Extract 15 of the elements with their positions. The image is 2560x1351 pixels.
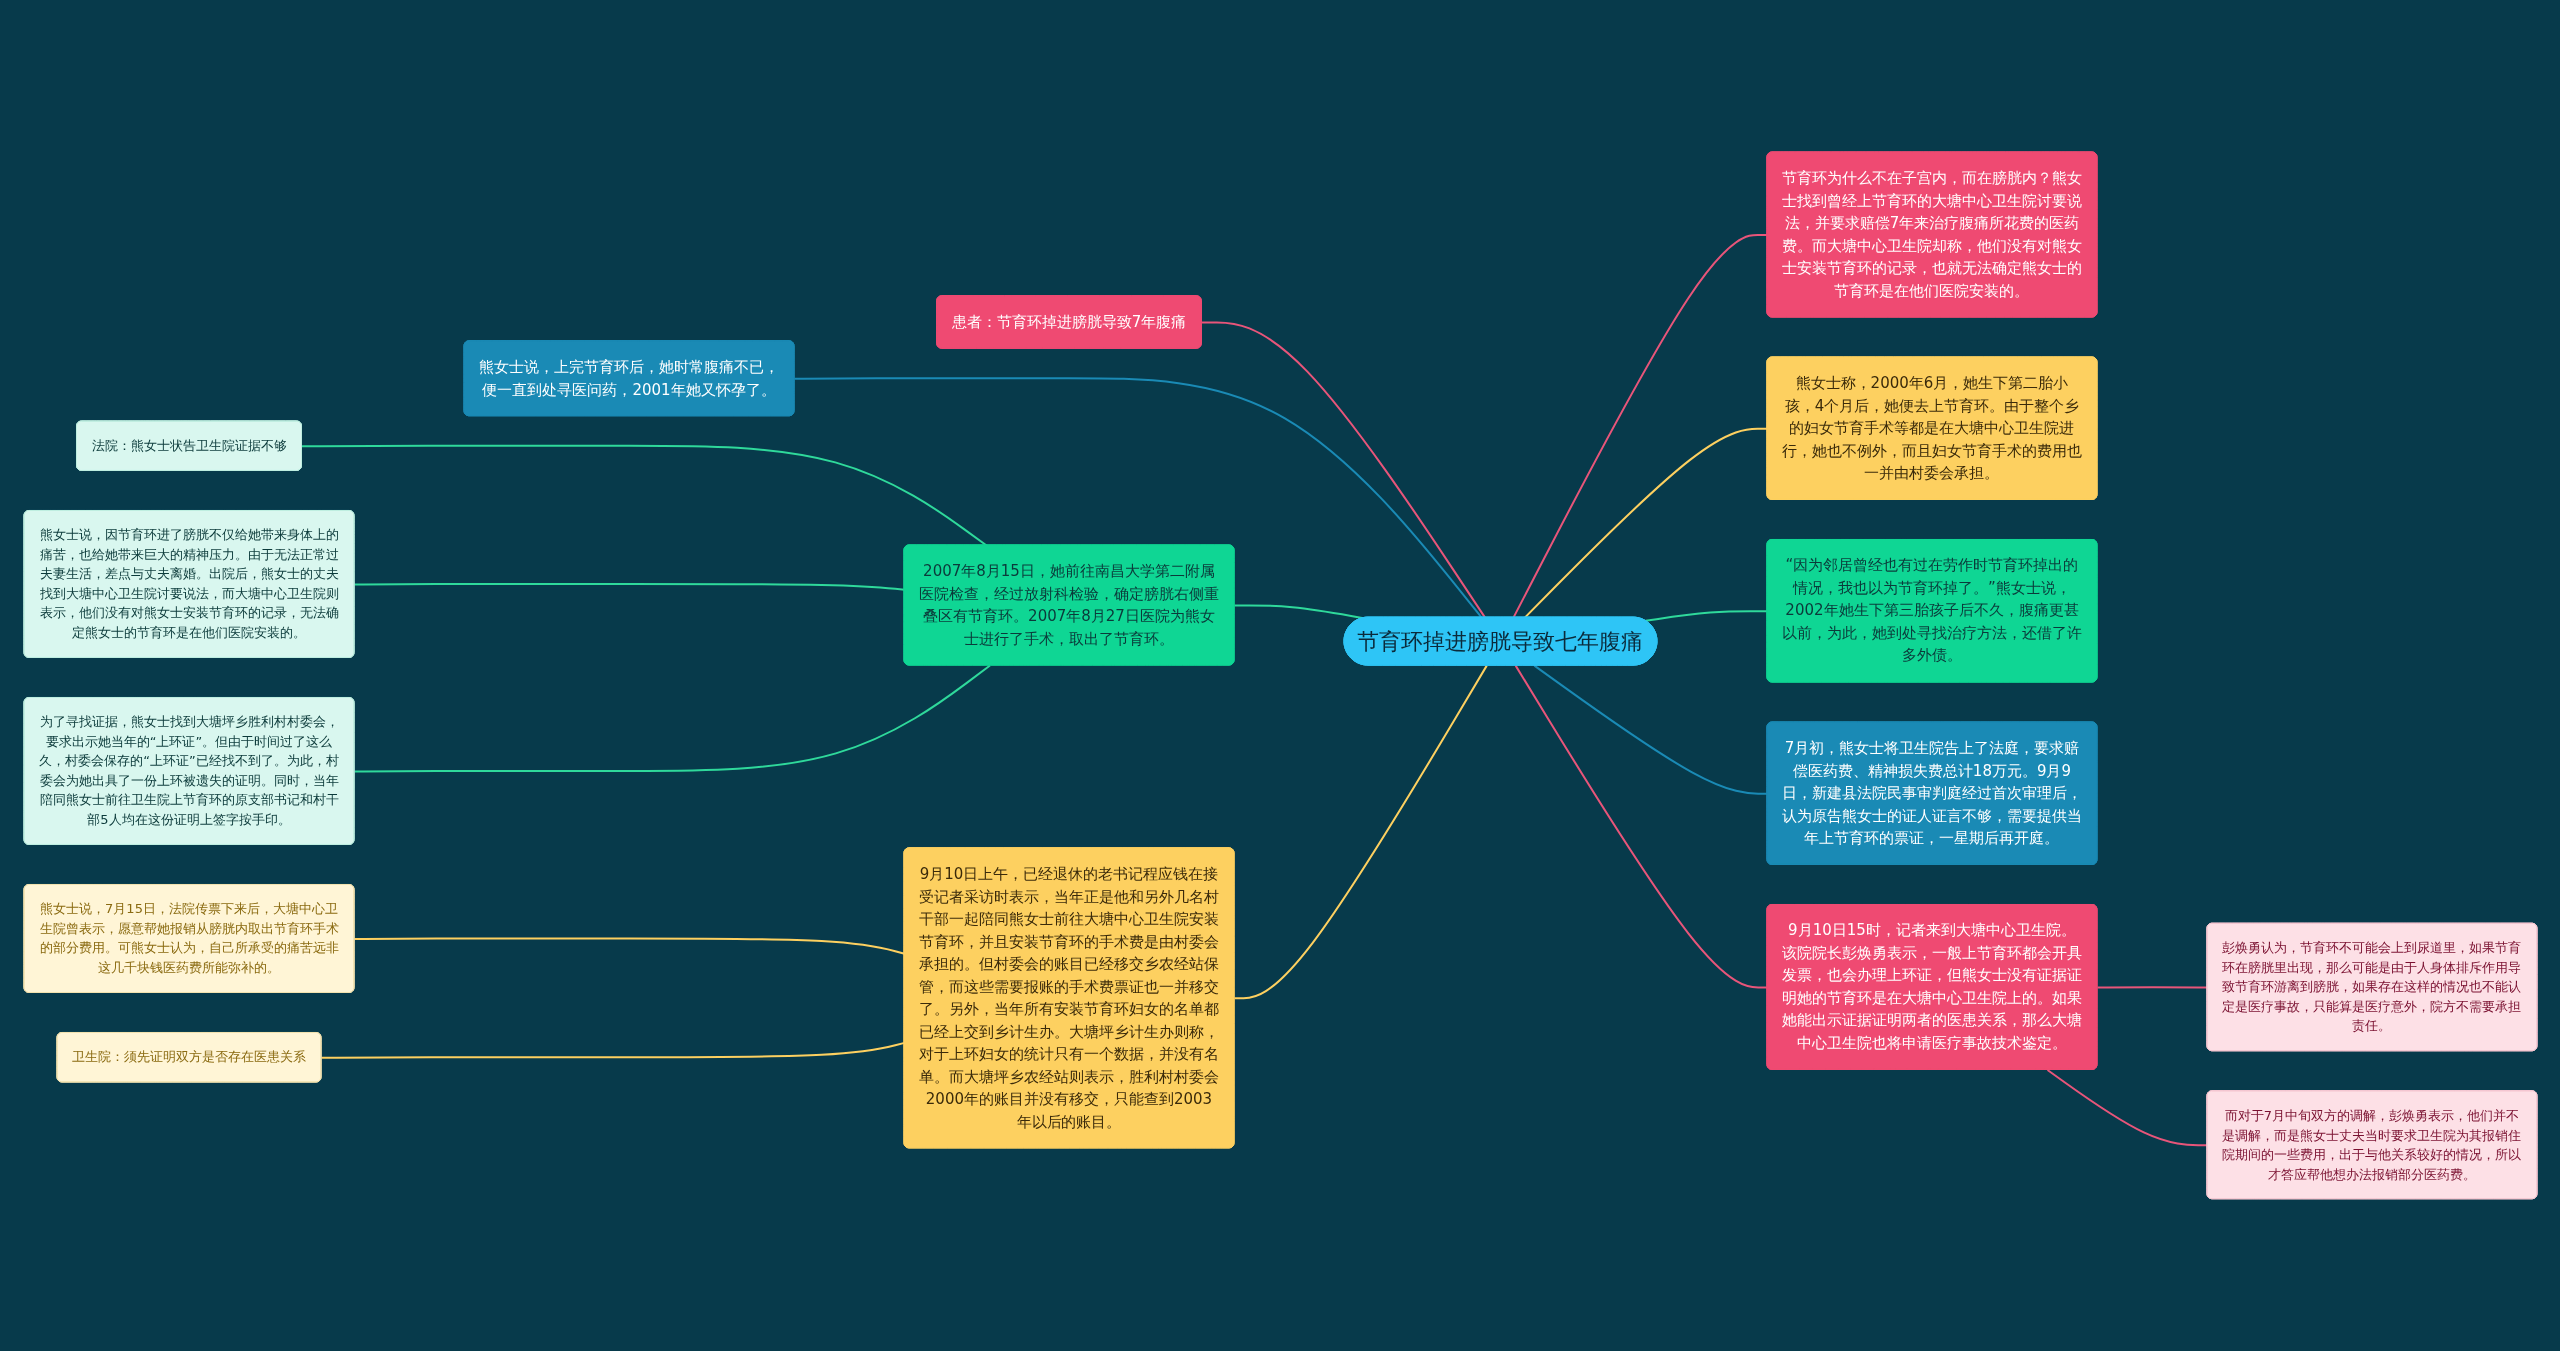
connector (1200, 321, 1486, 619)
connector (353, 583, 905, 591)
connector (1644, 610, 1768, 622)
connector (353, 664, 991, 773)
connector (2046, 1069, 2208, 1147)
connector (1514, 664, 1768, 989)
connector (320, 1042, 905, 1059)
connector (300, 444, 988, 547)
connector (1523, 427, 1768, 619)
connector (2096, 986, 2208, 989)
connector (1233, 664, 1488, 1000)
connector (793, 377, 1483, 619)
connector (1532, 664, 1768, 795)
connector (353, 937, 905, 955)
connector (1512, 234, 1768, 619)
